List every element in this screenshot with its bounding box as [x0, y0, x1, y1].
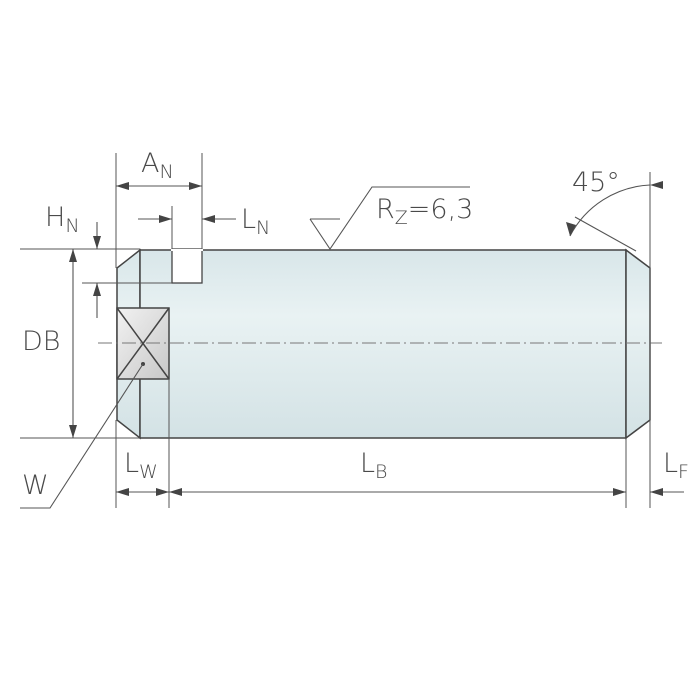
- roughness-symbol: [309, 186, 470, 250]
- right-chamfer: [625, 248, 651, 440]
- dimension-lf: [650, 488, 684, 496]
- extension-lines: [20, 153, 651, 508]
- label-lw: LW: [124, 448, 158, 483]
- cylinder: [139, 249, 627, 439]
- label-w: W: [22, 470, 49, 501]
- label-hn: HN: [45, 202, 80, 237]
- notch: [171, 248, 203, 284]
- label-an: AN: [141, 148, 174, 183]
- leader-w: [20, 363, 144, 509]
- dimension-lb: [169, 488, 626, 496]
- label-ln: LN: [241, 204, 270, 239]
- shaft-body: [98, 248, 662, 440]
- label-angle: 45°: [572, 167, 620, 198]
- label-rz: RZ=6,3: [376, 194, 473, 229]
- angle-45: [566, 181, 663, 252]
- dimension-db: [69, 249, 77, 438]
- label-lb: LB: [360, 448, 388, 483]
- label-lf: LF: [663, 448, 689, 483]
- dimension-an: [116, 182, 202, 190]
- dimension-hn: [93, 222, 101, 318]
- dimension-ln: [138, 215, 236, 223]
- dimension-lw: [116, 488, 169, 496]
- label-db: DB: [22, 326, 60, 357]
